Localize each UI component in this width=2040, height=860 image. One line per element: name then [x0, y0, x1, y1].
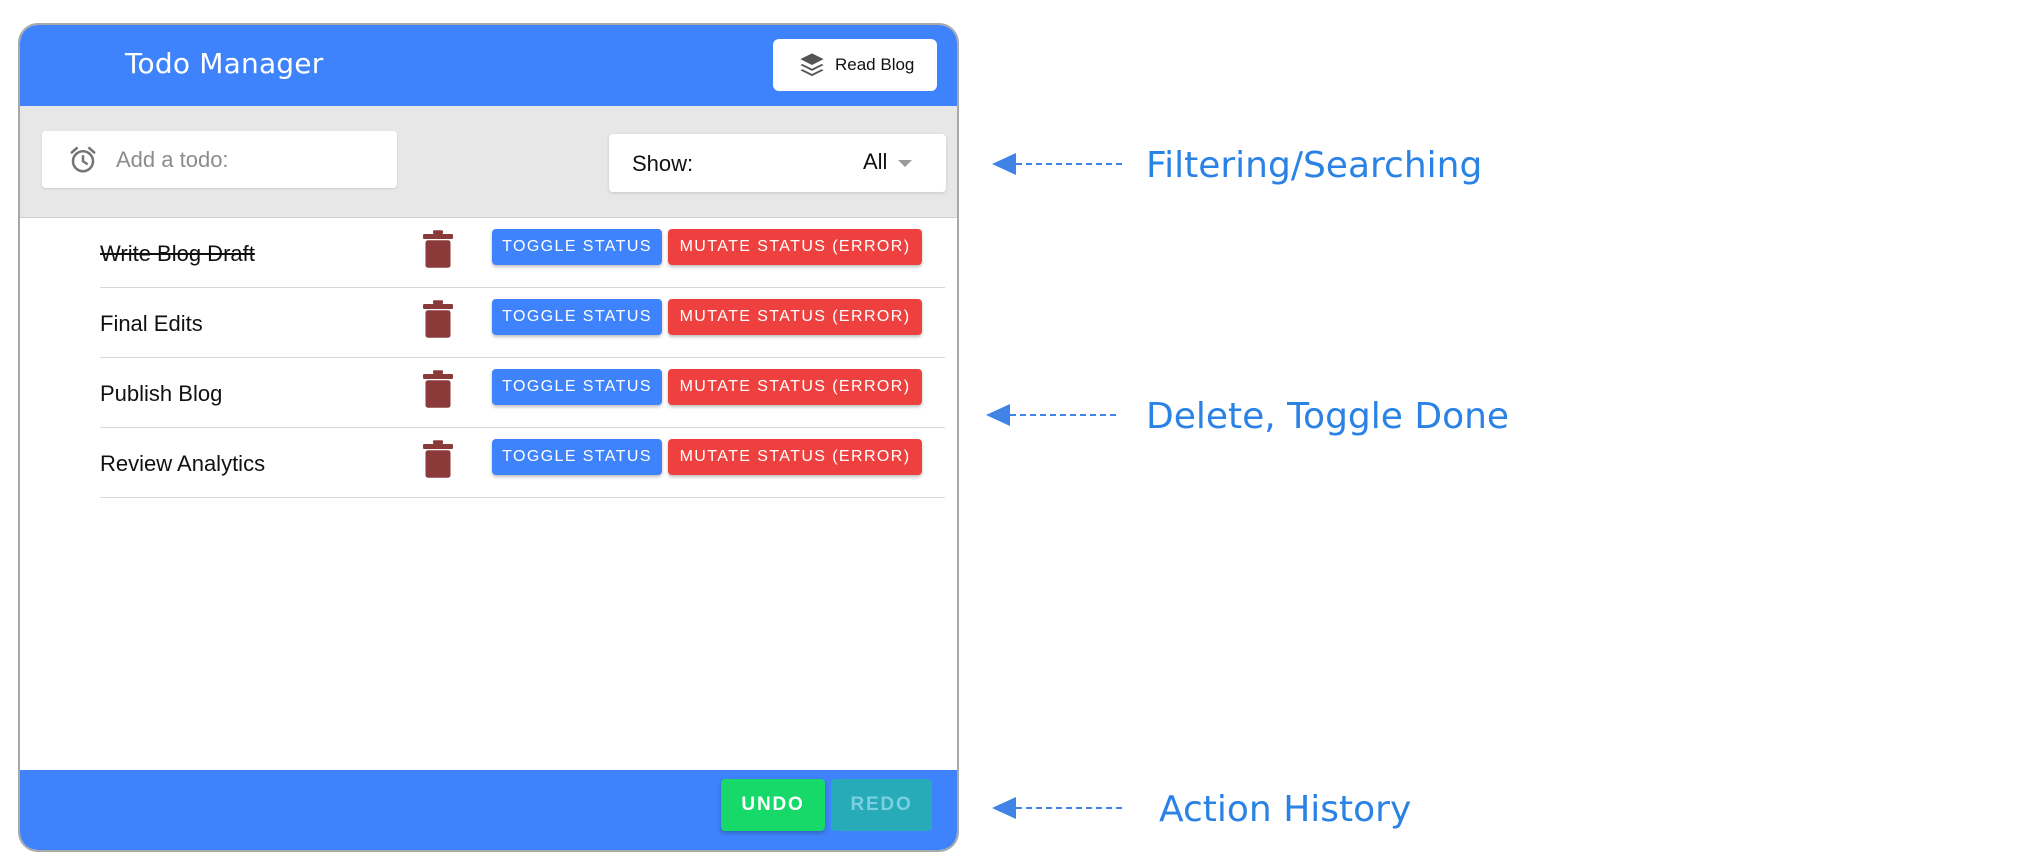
app-title: Todo Manager [125, 47, 324, 80]
undo-button[interactable]: UNDO [721, 779, 825, 831]
todo-text: Publish Blog [100, 381, 223, 406]
toggle-status-button[interactable]: TOGGLE STATUS [492, 439, 662, 475]
annotation-delete-toggle-text: Delete, Toggle Done [1146, 396, 1510, 437]
filter-selected-value: All [863, 149, 888, 174]
dashed-arrow-left-icon [992, 797, 1124, 819]
toggle-status-button[interactable]: TOGGLE STATUS [492, 369, 662, 405]
todo-row: Final Edits TOGGLE STATUS MUTATE STATUS … [100, 287, 945, 358]
annotation-history-text: Action History [1159, 789, 1412, 830]
app-header: Todo Manager Read Blog [20, 25, 957, 106]
dashed-arrow-left-icon [986, 404, 1118, 426]
todo-row: Publish Blog TOGGLE STATUS MUTATE STATUS… [100, 357, 945, 428]
read-blog-label: Read Blog [835, 55, 915, 74]
mutate-status-error-button[interactable]: MUTATE STATUS (ERROR) [668, 439, 922, 475]
toolbar: Show: All [20, 106, 957, 218]
todo-text: Final Edits [100, 311, 203, 336]
layers-icon [800, 53, 824, 77]
filter-select[interactable]: Show: All [609, 134, 946, 192]
mutate-status-error-button[interactable]: MUTATE STATUS (ERROR) [668, 299, 922, 335]
trash-icon[interactable] [423, 300, 453, 338]
todo-row: Write Blog Draft TOGGLE STATUS MUTATE ST… [100, 217, 945, 288]
trash-icon[interactable] [423, 370, 453, 408]
app-footer: UNDO REDO [20, 770, 957, 850]
alarm-clock-icon [70, 146, 96, 172]
todo-text: Write Blog Draft [100, 241, 255, 266]
dashed-arrow-left-icon [992, 153, 1124, 175]
caret-down-icon [898, 160, 912, 167]
add-todo-input[interactable] [114, 145, 368, 174]
annotation-filtering-text: Filtering/Searching [1146, 145, 1483, 186]
trash-icon[interactable] [423, 440, 453, 478]
todo-row: Review Analytics TOGGLE STATUS MUTATE ST… [100, 427, 945, 498]
toggle-status-button[interactable]: TOGGLE STATUS [492, 299, 662, 335]
filter-label: Show: [632, 151, 694, 176]
toggle-status-button[interactable]: TOGGLE STATUS [492, 229, 662, 265]
mutate-status-error-button[interactable]: MUTATE STATUS (ERROR) [668, 369, 922, 405]
redo-button[interactable]: REDO [831, 779, 932, 831]
add-todo-field [42, 131, 397, 188]
todo-app-window: Todo Manager Read Blog Show: All [18, 23, 959, 852]
read-blog-button[interactable]: Read Blog [773, 39, 937, 91]
trash-icon[interactable] [423, 230, 453, 268]
todo-text: Review Analytics [100, 451, 266, 476]
mutate-status-error-button[interactable]: MUTATE STATUS (ERROR) [668, 229, 922, 265]
